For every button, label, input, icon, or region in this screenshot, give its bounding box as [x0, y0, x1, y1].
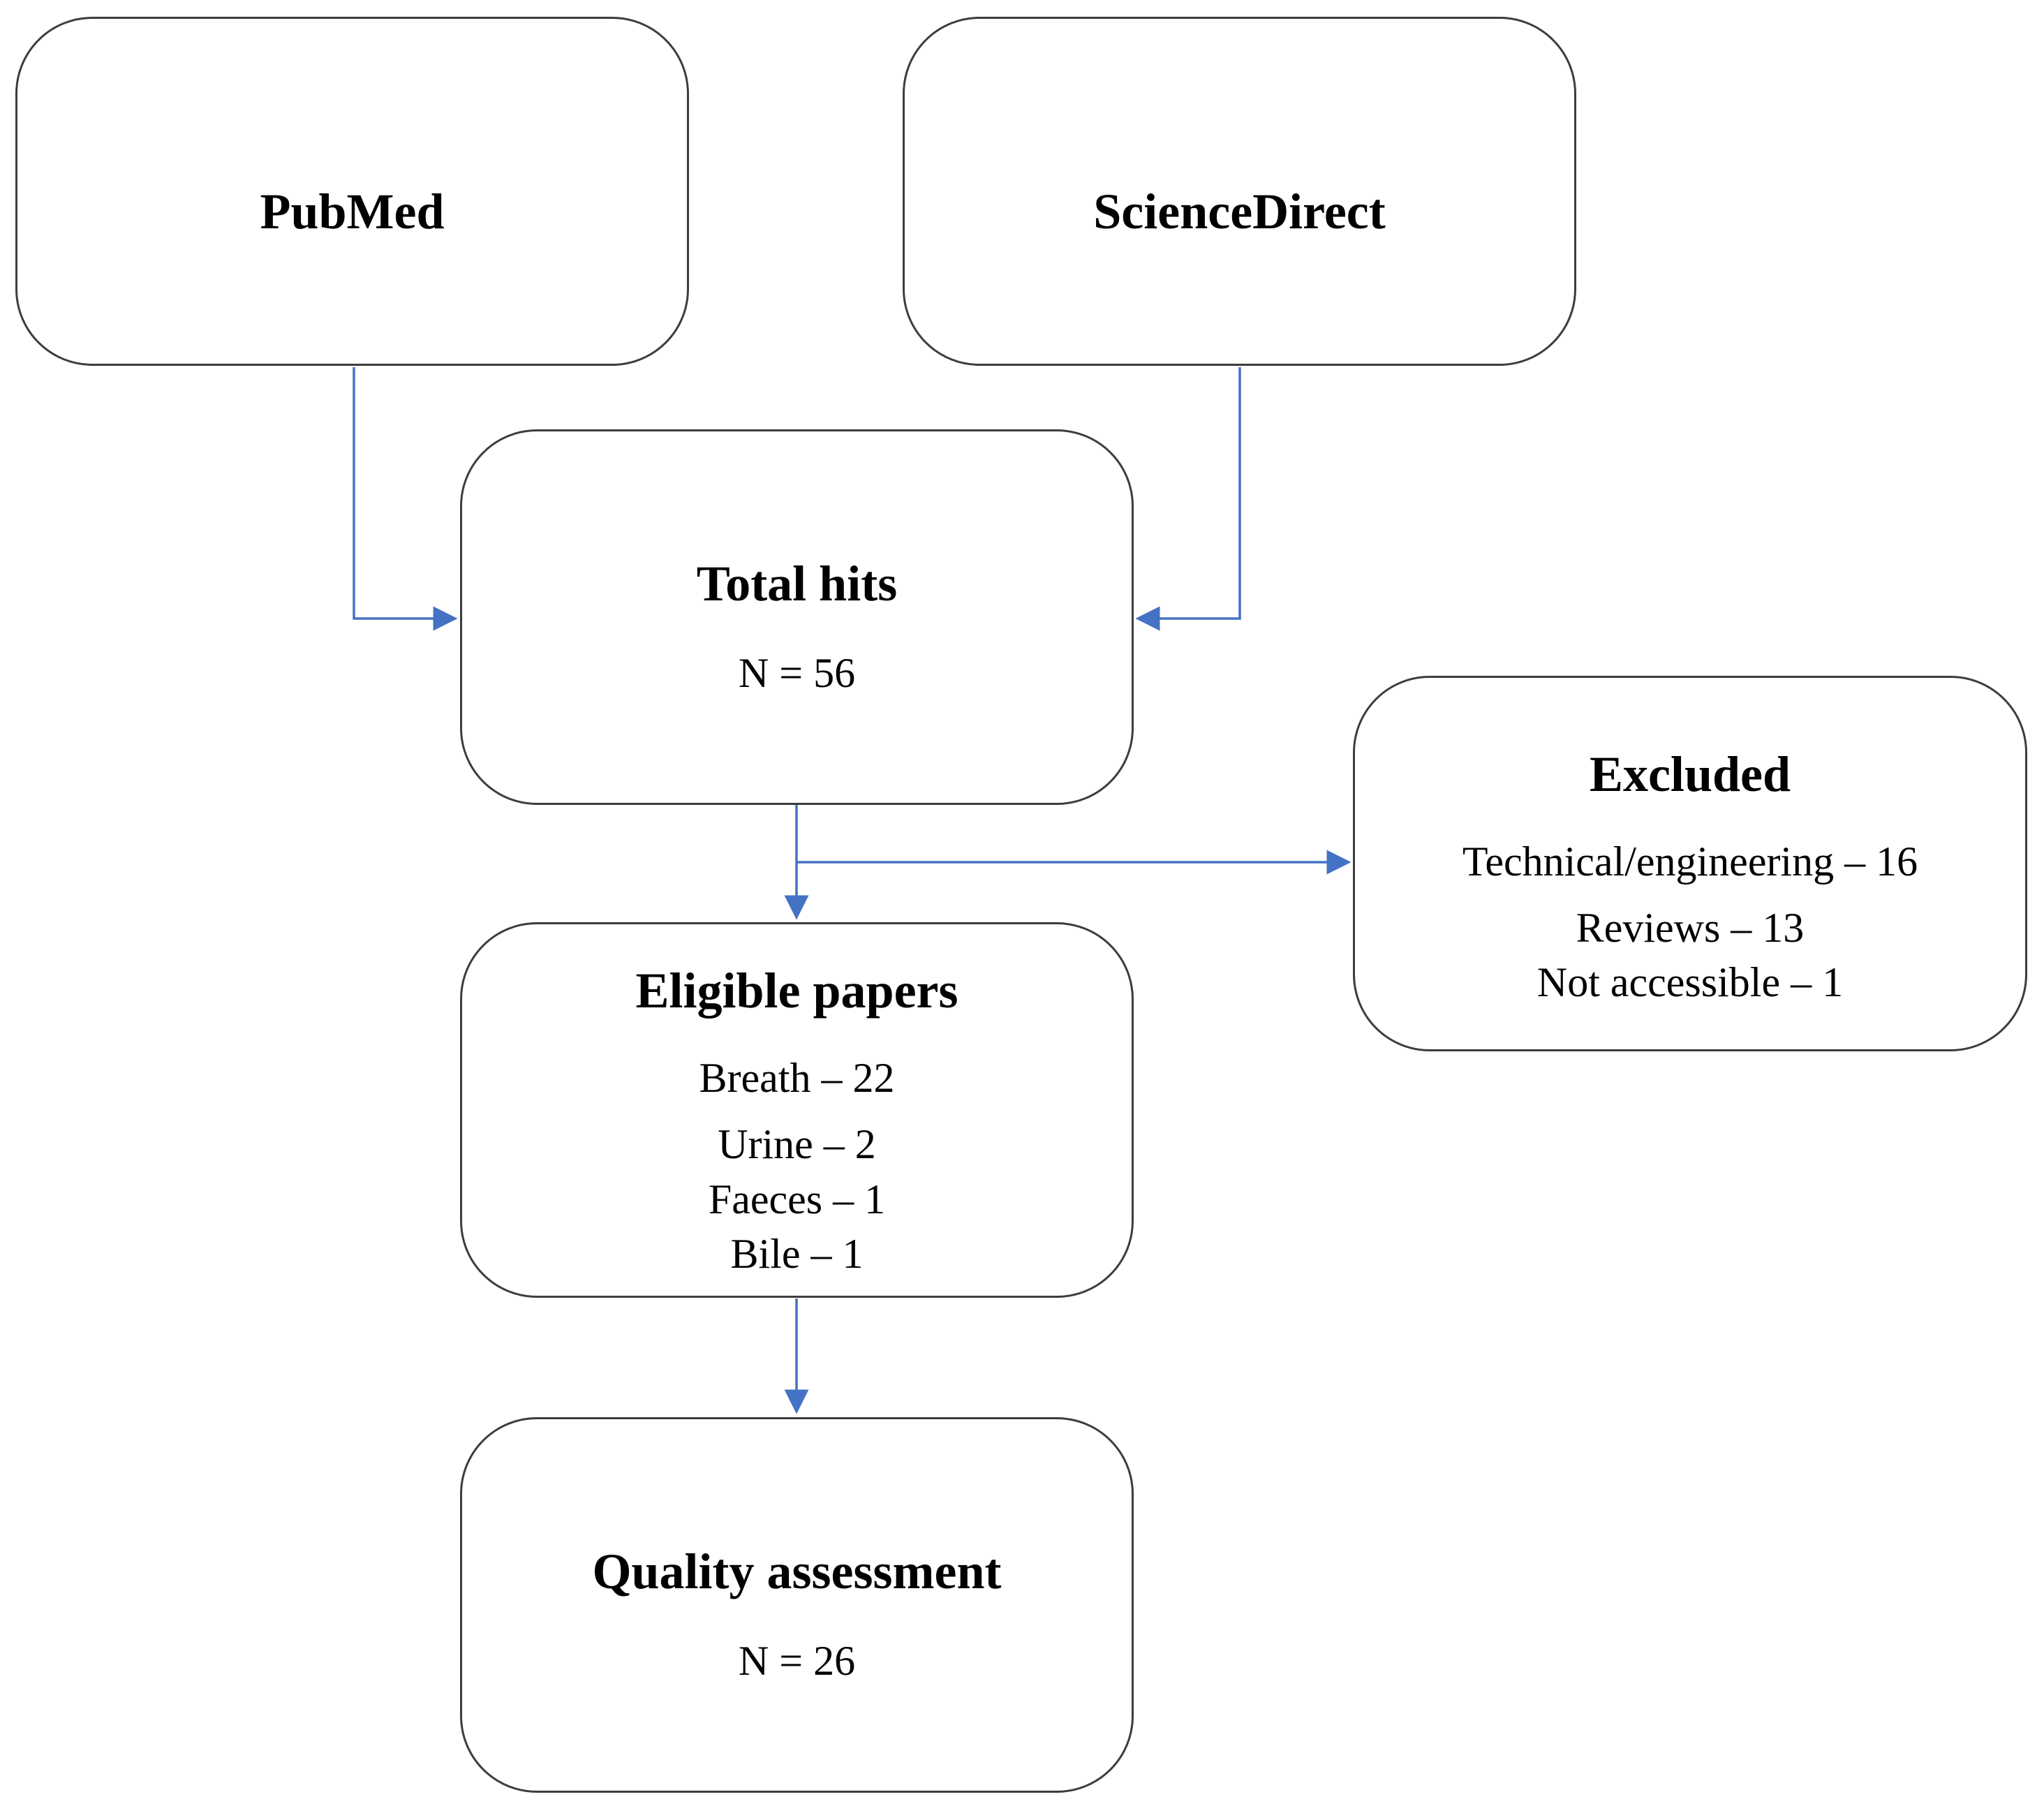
quality-assessment-box: Quality assessment N = 26 [460, 1417, 1134, 1793]
quality-assessment-count: N = 26 [738, 1638, 856, 1684]
excluded-reviews: Reviews – 13 [1576, 905, 1805, 951]
pubmed-box: PubMed [15, 17, 689, 366]
total-hits-count: N = 56 [738, 650, 856, 696]
eligible-faeces: Faeces – 1 [708, 1176, 886, 1222]
sciencedirect-to-total-arrow [1135, 367, 1241, 631]
sciencedirect-box: ScienceDirect [903, 17, 1576, 366]
excluded-not-accessible: Not accessible – 1 [1536, 959, 1844, 1005]
eligible-urine: Urine – 2 [718, 1121, 876, 1167]
excluded-box: Excluded Technical/engineering – 16 Revi… [1353, 676, 2027, 1051]
excluded-technical: Technical/engineering – 16 [1462, 838, 1918, 885]
eligible-papers-title: Eligible papers [635, 963, 958, 1019]
pubmed-title: PubMed [260, 184, 445, 239]
total-hits-box: Total hits N = 56 [460, 429, 1134, 805]
eligible-breath: Breath – 22 [699, 1055, 895, 1101]
eligible-bile: Bile – 1 [730, 1231, 864, 1277]
eligible-papers-box: Eligible papers Breath – 22 Urine – 2 Fa… [460, 922, 1134, 1298]
excluded-title: Excluded [1589, 746, 1791, 802]
pubmed-to-total-arrow [353, 367, 458, 631]
total-hits-title: Total hits [696, 556, 898, 612]
quality-assessment-title: Quality assessment [592, 1544, 1002, 1599]
sciencedirect-title: ScienceDirect [1093, 184, 1386, 239]
